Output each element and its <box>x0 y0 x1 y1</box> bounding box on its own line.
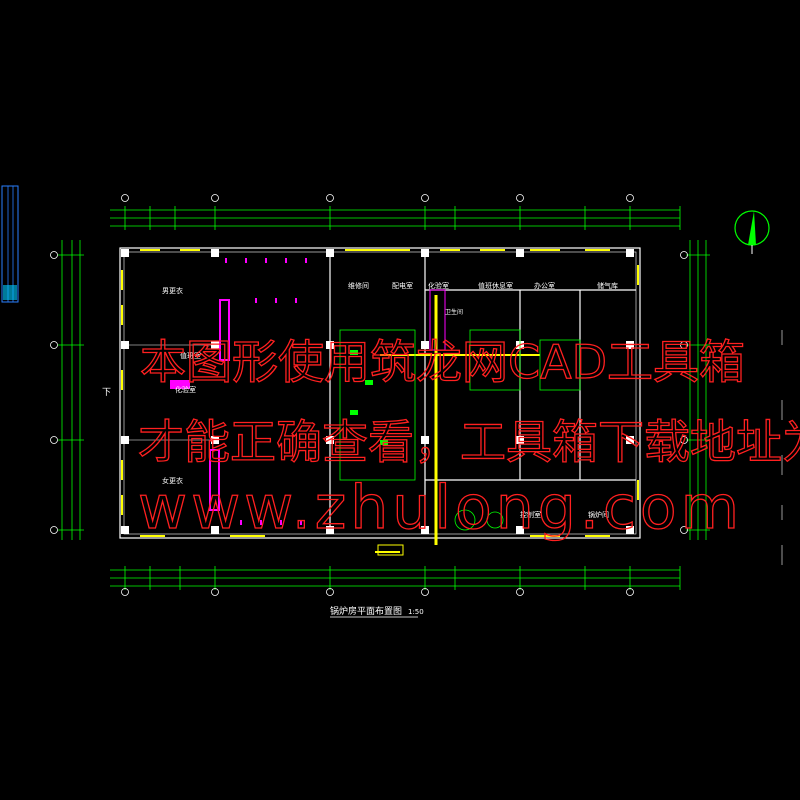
stair-label: 下 <box>102 388 111 398</box>
room-label-r9: 值班休息室 <box>478 281 513 290</box>
room-label-r6: 配电室 <box>392 281 413 290</box>
room-label-r10: 办公室 <box>534 281 555 290</box>
room-labels: 男更衣 值班室 化验室 女更衣 维修间 配电室 化验室 卫生间 值班休息室 办公… <box>102 281 618 519</box>
watermark-line-1: 本图形使用筑龙网CAD工具箱 <box>140 335 745 389</box>
room-label-r11: 储气库 <box>597 281 618 290</box>
equipment-and-piping <box>170 289 581 556</box>
room-label-r2: 值班室 <box>180 351 201 360</box>
drawing-title: 锅炉房平面布置图 <box>330 605 402 617</box>
drawing-title-block: 锅炉房平面布置图 1:50 <box>330 605 424 618</box>
watermark: 本图形使用筑龙网CAD工具箱 才能正确查看，工具箱下载地址为： www.zhul… <box>137 334 800 543</box>
watermark-line-3: www.zhulong.com <box>138 473 743 543</box>
room-label-r5: 维修间 <box>348 281 369 290</box>
room-label-r8: 卫生间 <box>445 308 463 316</box>
room-label-r1: 男更衣 <box>162 286 183 295</box>
watermark-line-2: 才能正确查看，工具箱下载地址为： <box>138 415 800 469</box>
north-arrow-icon <box>734 210 770 254</box>
room-label-r3: 化验室 <box>175 385 196 394</box>
room-label-r12: 控制室 <box>520 510 541 519</box>
drawing-scale: 1:50 <box>408 608 424 616</box>
room-label-r13: 锅炉间 <box>588 510 609 519</box>
room-label-r7: 化验室 <box>428 281 449 290</box>
structural-columns <box>121 249 634 534</box>
dimension-lines <box>58 206 710 590</box>
flow-markers <box>225 258 307 525</box>
windows <box>121 249 639 553</box>
title-block <box>1 185 19 303</box>
room-label-r4: 女更衣 <box>162 476 183 485</box>
axis-bubbles <box>50 194 688 596</box>
